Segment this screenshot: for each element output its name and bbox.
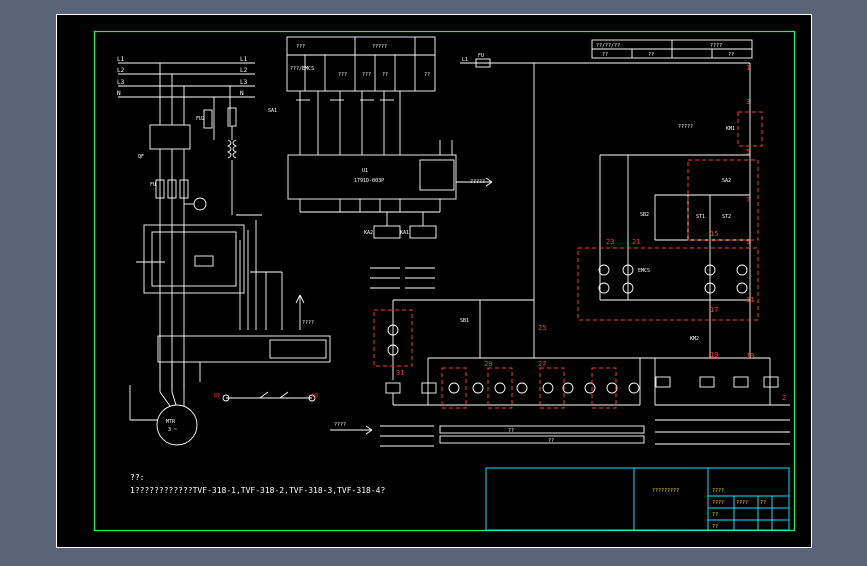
label-sb1: SB1 <box>460 318 469 324</box>
component-labels: QF FU FU2 FU L1 SA1 U1 1791D-003P ????? … <box>138 53 735 433</box>
svg-text:??: ?? <box>382 72 388 78</box>
svg-text:??: ?? <box>602 52 608 58</box>
svg-text:?????: ????? <box>372 44 387 50</box>
svg-text:???: ??? <box>338 72 347 78</box>
node-2: 2 <box>782 394 786 402</box>
node-9: 9 <box>746 238 750 246</box>
title-block <box>485 467 790 531</box>
label-motor: MTR <box>166 419 176 425</box>
node-17: 17 <box>710 306 718 314</box>
label-fu-main: FU <box>478 53 484 59</box>
svg-text:???: ??? <box>296 44 305 50</box>
label-sb2: SB2 <box>640 212 649 218</box>
label-st2: ST2 <box>722 214 731 220</box>
label-emcs: EMCS <box>638 268 650 274</box>
outer-border <box>56 14 812 548</box>
label-u1-sub: 1791D-003P <box>354 178 384 184</box>
label-km2: KM2 <box>690 336 699 342</box>
svg-text:??: ?? <box>728 52 734 58</box>
label-ka2: KA2 <box>364 230 373 236</box>
node-5: 5 <box>746 148 750 156</box>
label-q3: Q3 <box>312 393 318 399</box>
svg-text:??: ?? <box>508 428 514 434</box>
node-21: 21 <box>632 238 640 246</box>
notes-line-1: 1????????????TVF-318-1,TVF-318-2,TVF-318… <box>130 486 385 495</box>
node-11: 11 <box>746 296 754 304</box>
power-line-labels: L1 L2 L3 N L1 L2 L3 N <box>117 56 248 97</box>
label-fu2: FU2 <box>196 116 205 122</box>
svg-text:??/??/??: ??/??/?? <box>596 43 620 49</box>
svg-text:L1: L1 <box>240 56 248 63</box>
drawing-sheet <box>56 14 812 548</box>
notes: ??: 1????????????TVF-318-1,TVF-318-2,TVF… <box>130 473 385 495</box>
node-13: 13 <box>746 352 754 360</box>
notes-heading: ??: <box>130 473 144 482</box>
svg-text:????: ???? <box>712 500 724 506</box>
svg-text:????: ???? <box>736 500 748 506</box>
bottom-bars: ?? ?? <box>508 428 554 444</box>
node-25: 25 <box>538 324 546 332</box>
svg-text:???/EMCS: ???/EMCS <box>290 66 314 72</box>
drawing-title: ????????? <box>652 488 679 494</box>
label-qf: QF <box>138 154 144 160</box>
label-sa1: SA1 <box>268 108 277 114</box>
node-1: 1 <box>746 64 750 72</box>
node-27: 27 <box>538 360 546 368</box>
svg-text:????: ???? <box>712 488 724 494</box>
power-line-n: N <box>117 90 121 97</box>
label-fu: FU <box>150 182 156 188</box>
label-sa2: SA2 <box>722 178 731 184</box>
node-23: 23 <box>606 238 614 246</box>
svg-text:??: ?? <box>712 512 718 518</box>
label-note-ka: ????? <box>678 124 693 130</box>
node-31: 31 <box>396 369 404 377</box>
node-19: 19 <box>710 351 718 359</box>
label-motor-phase: 3 ~ <box>168 427 177 433</box>
svg-text:??: ?? <box>648 52 654 58</box>
top-table: ??? ????? ???/EMCS ??? ??? ?? ?? <box>290 44 430 78</box>
title-block-text: ????????? ???? ???? ???? ?? ?? ?? <box>652 488 766 530</box>
svg-text:N: N <box>240 90 244 97</box>
node-numbers: 1 3 5 7 9 11 13 15 17 19 21 23 25 27 29 … <box>396 64 786 402</box>
svg-text:L3: L3 <box>240 79 248 86</box>
label-arrow: ???? <box>334 422 346 428</box>
svg-text:??: ?? <box>548 438 554 444</box>
node-15: 15 <box>710 230 718 238</box>
svg-text:L2: L2 <box>240 67 248 74</box>
node-3: 3 <box>746 98 750 106</box>
power-line-l3: L3 <box>117 79 125 86</box>
svg-text:??: ?? <box>760 500 766 506</box>
label-st1: ST1 <box>696 214 705 220</box>
label-q1: Q1 <box>214 393 220 399</box>
label-l1: L1 <box>462 57 468 63</box>
svg-text:???: ??? <box>362 72 371 78</box>
label-km1: KM1 <box>726 126 735 132</box>
label-ctrl-note: ???? <box>302 320 314 326</box>
dashed-groups <box>373 111 763 409</box>
label-ka1: KA1 <box>400 230 409 236</box>
power-line-l1: L1 <box>117 56 125 63</box>
top-right-table: ??/??/?? ???? ?? ?? ?? <box>596 43 734 58</box>
svg-text:??: ?? <box>712 524 718 530</box>
inner-border <box>93 30 796 532</box>
node-7: 7 <box>746 196 750 204</box>
node-29: 29 <box>484 360 492 368</box>
svg-text:????: ???? <box>710 43 722 49</box>
label-u1: U1 <box>362 168 368 174</box>
label-u1-out: ????? <box>470 179 485 185</box>
svg-text:??: ?? <box>424 72 430 78</box>
power-line-l2: L2 <box>117 67 125 74</box>
wiring <box>118 36 790 447</box>
